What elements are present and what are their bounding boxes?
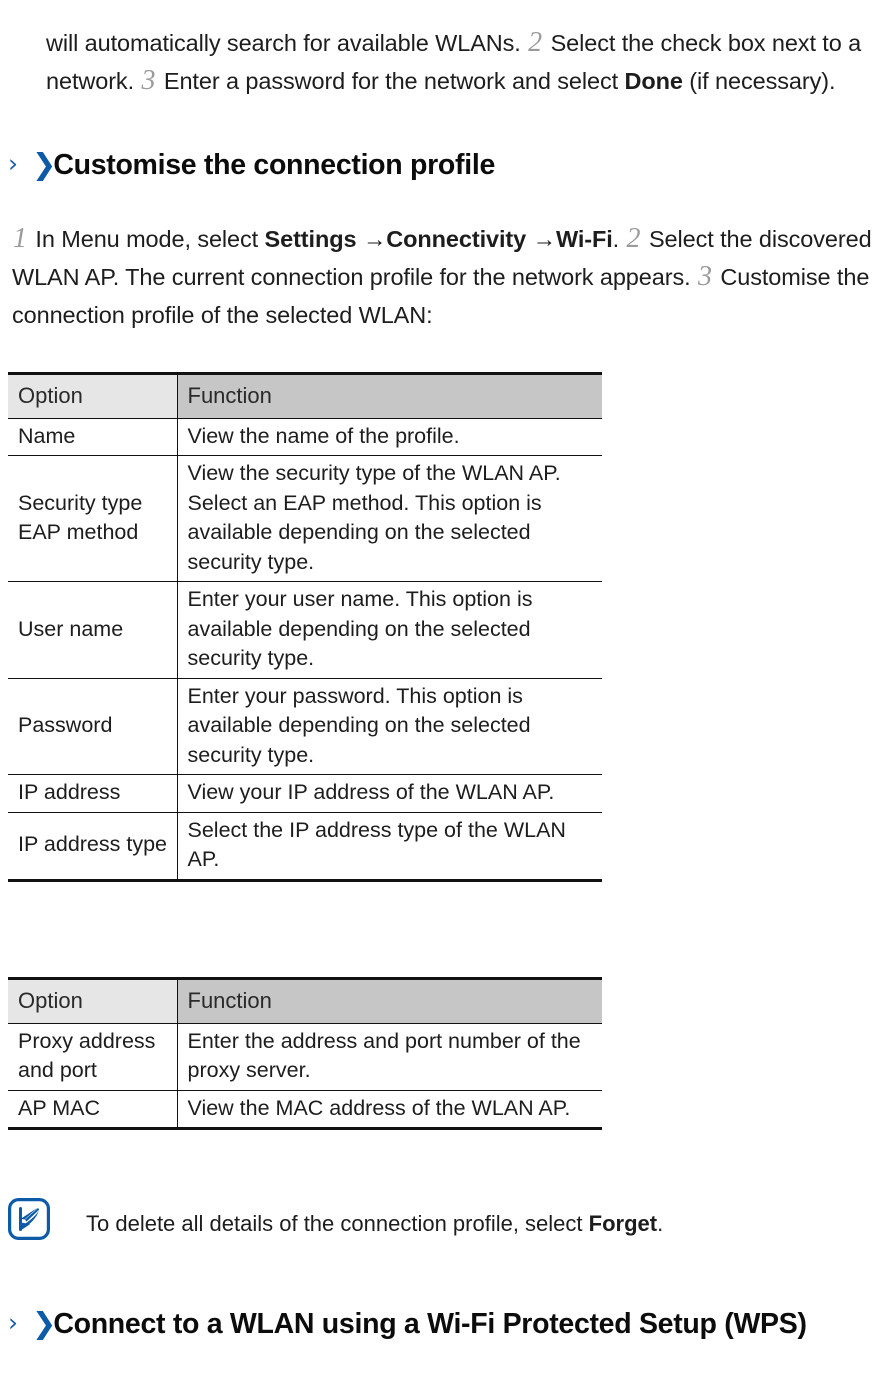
cell-option: Name: [8, 418, 178, 456]
step-number: 2: [528, 26, 543, 58]
cell-function: Select the IP address type of the WLAN A…: [177, 812, 602, 882]
chevron-bold-icon: ❯: [32, 1306, 56, 1340]
step-number: 1: [13, 222, 27, 254]
table-header-row: Option Function: [8, 977, 602, 1024]
chevron-right-icon: ›: [8, 149, 18, 178]
cell-function: View the MAC address of the WLAN AP.: [177, 1090, 602, 1130]
emphasis-text: Done: [624, 67, 683, 94]
emphasis-text: Forget: [588, 1211, 658, 1236]
note-block: To delete all details of the connection …: [8, 1196, 868, 1240]
chevron-right-icon: ›: [8, 1308, 18, 1337]
column-header-function: Function: [176, 977, 602, 1023]
cell-function: View your IP address of the WLAN AP.: [177, 774, 602, 813]
section-heading-text: Customise the connection profile: [53, 149, 496, 181]
cell-option: User name: [8, 581, 178, 679]
column-header-option: Option: [8, 977, 177, 1024]
emphasis-text: Settings: [264, 225, 357, 252]
note-text: To delete all details of the connection …: [86, 1211, 664, 1236]
cell-option: Proxy address and port: [8, 1023, 178, 1091]
cell-option: IP address: [8, 774, 178, 813]
cell-function: View the security type of the WLAN AP. S…: [177, 455, 602, 582]
cell-option: IP address type: [8, 812, 178, 882]
step-number: 3: [697, 260, 712, 292]
column-header-option: Option: [8, 372, 177, 419]
step-number: 3: [141, 64, 156, 96]
step-number: 2: [626, 222, 641, 254]
cell-function: View the name of the profile.: [177, 417, 602, 456]
cell-option: Security type EAP method: [8, 455, 178, 582]
cell-function: Enter the address and port number of the…: [177, 1022, 602, 1091]
cell-function: Enter your user name. This option is ava…: [177, 581, 602, 679]
table-header-row: Option Function: [8, 372, 602, 419]
section-body-customise: 1 In Menu mode, select Settings →Connect…: [12, 222, 872, 328]
section-heading-customise: › ❯Customise the connection profile: [8, 146, 878, 185]
emphasis-text: Wi-Fi: [555, 225, 613, 252]
cell-function: Enter your password. This option is avai…: [177, 678, 602, 775]
chevron-bold-icon: ❯: [32, 147, 56, 181]
emphasis-text: Connectivity: [386, 225, 527, 252]
cell-option: AP MAC: [8, 1090, 178, 1130]
cell-option: Password: [8, 678, 178, 775]
section-heading-wps: › ❯Connect to a WLAN using a Wi-Fi Protec…: [8, 1305, 878, 1344]
section-heading-text: Connect to a WLAN using a Wi-Fi Protecte…: [53, 1308, 807, 1340]
column-header-function: Function: [176, 372, 602, 418]
note-pencil-icon: [8, 1198, 50, 1240]
top-paragraph: will automatically search for available …: [46, 26, 862, 96]
